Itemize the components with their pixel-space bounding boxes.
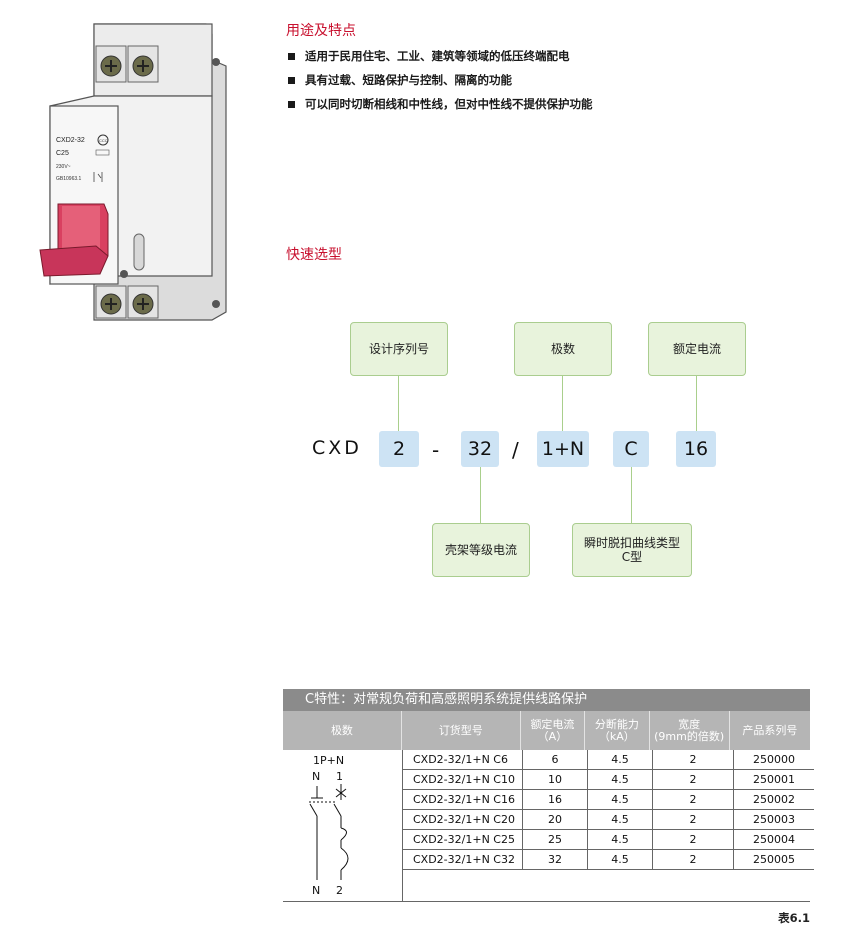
label-rated-current: 额定电流 [648,322,746,376]
order-code-cell: CXD2-32/1+N C32 [413,853,515,866]
feature-item: 具有过载、短路保护与控制、隔离的功能 [286,68,593,92]
table-row: CXD2-32/1+N C25 25 4.5 2 250004 [403,830,814,850]
square-bullet-icon [288,52,295,60]
rated-current-cell: 32 [522,850,587,869]
feature-text: 适用于民用住宅、工业、建筑等领域的低压终端配电 [305,49,570,63]
rated-current-cell: 10 [522,770,587,789]
feature-text: 具有过载、短路保护与控制、隔离的功能 [305,73,512,87]
pole-label: 1P+N [313,754,345,767]
code-rated-current: 16 [676,431,716,467]
breaker-rating-text: C25 [56,150,69,157]
breaking-capacity-cell: 4.5 [587,750,652,769]
order-code-cell: CXD2-32/1+N C25 [413,833,515,846]
table-row: CXD2-32/1+N C32 32 4.5 2 250005 [403,850,814,870]
order-code-cell: CXD2-32/1+N C20 [413,813,515,826]
order-code-cell: CXD2-32/1+N C10 [413,773,515,786]
series-number-cell: 250005 [733,850,814,869]
table-title-bar: C特性：对常规负荷和高感照明系统提供线路保护 [283,689,810,711]
series-number-cell: 250002 [733,790,814,809]
series-number-cell: 250003 [733,810,814,829]
rated-current-cell: 16 [522,790,587,809]
terminal-label: 2 [336,884,343,897]
terminal-label: 1 [336,770,343,783]
code-prefix: CXD [312,437,362,459]
terminal-label: N [312,770,320,783]
square-bullet-icon [288,76,295,84]
label-poles: 极数 [514,322,612,376]
rated-current-cell: 6 [522,750,587,769]
connector-line [631,467,632,523]
feature-item: 适用于民用住宅、工业、建筑等领域的低压终端配电 [286,44,593,68]
connector-line [398,375,399,432]
label-frame-current: 壳架等级电流 [432,523,530,577]
rated-current-cell: 25 [522,830,587,849]
col-header: 宽度 (9mm的倍数) [648,711,729,750]
breaking-capacity-cell: 4.5 [587,790,652,809]
breaking-capacity-cell: 4.5 [587,770,652,789]
connector-line [562,375,563,432]
connector-line [480,467,481,523]
table-bottom-rule [283,901,810,902]
code-dash: - [432,438,440,462]
quick-select-title: 快速选型 [286,247,342,263]
breaker-model-text: CXD2-32 [56,137,85,144]
breaking-capacity-cell: 4.5 [587,810,652,829]
table-caption: 表6.1 [778,911,810,925]
col-header: 产品系列号 [728,711,810,750]
label-trip-curve: 瞬时脱扣曲线类型 C型 [572,523,692,577]
code-curve: C [613,431,649,467]
col-header: 极数 [330,723,353,737]
wiring-diagram: N 1 N 2 [309,770,349,897]
breaking-capacity-cell: 4.5 [587,850,652,869]
col-header: 分断能力 （kA） [584,711,648,750]
breaker-standard-text: GB10963.1 [56,176,82,182]
feature-item: 可以同时切断相线和中性线，但对中性线不提供保护功能 [286,92,593,116]
table-row: CXD2-32/1+N C16 16 4.5 2 250002 [403,790,814,810]
order-code-cell: CXD2-32/1+N C6 [413,753,508,766]
square-bullet-icon [288,100,295,108]
width-cell: 2 [652,850,733,869]
code-frame-current: 32 [461,431,499,467]
width-cell: 2 [652,750,733,769]
circuit-breaker-image: CXD2-32 C25 230V~ GB10963.1 CCC [39,23,227,321]
code-series: 2 [379,431,419,467]
table-row: CXD2-32/1+N C6 6 4.5 2 250000 [403,750,814,770]
table-row: CXD2-32/1+N C20 20 4.5 2 250003 [403,810,814,830]
order-code-cell: CXD2-32/1+N C16 [413,793,515,806]
table-column-headers: 极数 订货型号 额定电流 （A） 分断能力 （kA） 宽度 (9mm的倍数) 产… [283,711,810,750]
feature-text: 可以同时切断相线和中性线，但对中性线不提供保护功能 [305,97,593,111]
series-number-cell: 250001 [733,770,814,789]
ccc-mark: CCC [99,138,108,143]
breaker-voltage-text: 230V~ [56,164,71,170]
col-header: 额定电流 （A） [519,711,584,750]
code-slash: / [512,438,519,462]
connector-line [696,375,697,432]
code-poles: 1+N [537,431,589,467]
breaking-capacity-cell: 4.5 [587,830,652,849]
width-cell: 2 [652,790,733,809]
width-cell: 2 [652,770,733,789]
width-cell: 2 [652,810,733,829]
label-design-series: 设计序列号 [350,322,448,376]
series-number-cell: 250000 [733,750,814,769]
features-list: 适用于民用住宅、工业、建筑等领域的低压终端配电 具有过载、短路保护与控制、隔离的… [286,44,593,116]
series-number-cell: 250004 [733,830,814,849]
width-cell: 2 [652,830,733,849]
table-row: CXD2-32/1+N C10 10 4.5 2 250001 [403,770,814,790]
terminal-label: N [312,884,320,897]
table-body: CXD2-32/1+N C6 6 4.5 2 250000 CXD2-32/1+… [403,750,814,870]
features-title: 用途及特点 [286,23,356,39]
rated-current-cell: 20 [522,810,587,829]
col-header: 订货型号 [400,711,520,750]
pole-column [283,750,403,902]
